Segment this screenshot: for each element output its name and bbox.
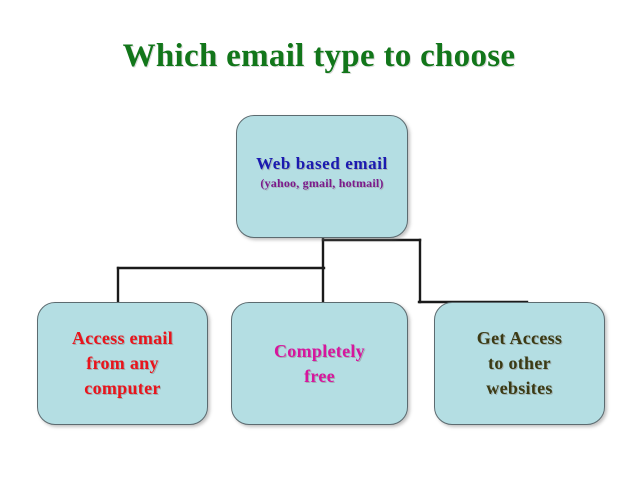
- page-title: Which email type to choose: [122, 38, 516, 74]
- node-completely-free[interactable]: Completely free: [231, 302, 408, 425]
- node-left-label: Access email from any computer: [71, 328, 174, 398]
- node-mid-label: Completely free: [274, 340, 365, 386]
- node-web-based-email[interactable]: Web based email (yahoo, gmail, hotmail): [236, 115, 408, 238]
- node-access-email-from-any-computer[interactable]: Access email from any computer: [37, 302, 208, 425]
- node-root-subtitle: (yahoo, gmail, hotmail): [260, 175, 384, 190]
- node-right-label: Get Access to other websites: [476, 328, 563, 398]
- node-root-title: Web based email: [256, 154, 388, 173]
- node-get-access-to-other-websites[interactable]: Get Access to other websites: [434, 302, 605, 425]
